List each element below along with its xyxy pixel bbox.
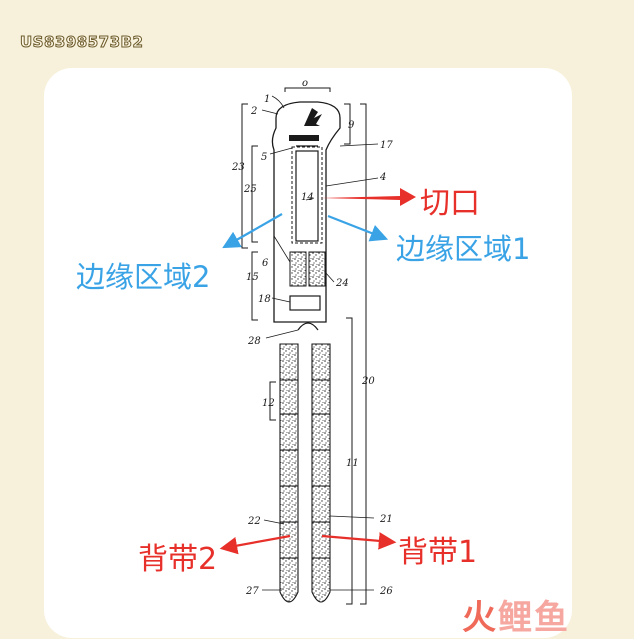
leader-lines	[261, 95, 379, 591]
ref-15: 15	[246, 272, 259, 283]
ref-11: 11	[346, 458, 359, 469]
notch-arrow	[320, 188, 416, 206]
watermark-logo: 火鲤鱼	[462, 590, 570, 639]
ref-12: 12	[262, 398, 275, 409]
notch-window	[291, 146, 323, 244]
left-strap	[279, 343, 299, 603]
strap-2-label: 背带2	[138, 542, 218, 577]
edge-2-arrow	[222, 213, 283, 249]
dimension-brackets	[241, 87, 367, 605]
ref-4: 4	[379, 172, 386, 183]
strap-1-arrow	[321, 532, 397, 550]
pad-body	[271, 101, 341, 323]
ref-23: 23	[231, 162, 245, 173]
ref-5: 5	[261, 152, 267, 163]
ref-2: 2	[250, 106, 257, 117]
edge-region-1-label: 边缘区域1	[396, 232, 531, 266]
label-block	[289, 295, 321, 311]
ref-1: 1	[264, 94, 270, 105]
strap-2-arrow	[219, 534, 291, 555]
edge-1-arrow	[327, 214, 389, 242]
notch-label: 切口	[420, 186, 480, 221]
ref-28: 28	[247, 336, 261, 347]
patent-number: US8398573B2	[19, 33, 144, 52]
watermark-part-1: 火	[462, 598, 498, 638]
diagram-card	[44, 68, 572, 638]
emblem-icon	[304, 108, 322, 126]
ref-21: 21	[379, 514, 393, 525]
absorbent-blocks	[289, 251, 326, 287]
ref-20: 20	[361, 376, 375, 387]
ref-18: 18	[258, 294, 271, 305]
right-strap	[311, 343, 331, 603]
ref-17: 17	[380, 140, 393, 151]
watermark-part-2: 鲤鱼	[498, 598, 570, 638]
ref-22: 22	[247, 516, 261, 527]
edge-region-2-label: 边缘区域2	[76, 260, 211, 294]
ref-26: 26	[379, 586, 393, 597]
ref-25: 25	[243, 184, 257, 195]
adhesive-bar	[289, 135, 319, 141]
ref-27: 27	[245, 586, 259, 597]
split-slot	[297, 322, 319, 331]
strap-1-label: 背带1	[398, 535, 478, 570]
ref-14: 14	[301, 192, 314, 203]
ref-24: 24	[335, 278, 349, 289]
ref-3: o	[302, 78, 308, 89]
ref-9: 9	[348, 120, 355, 131]
annotation-arrows	[219, 188, 416, 555]
ref-6: 6	[262, 258, 269, 269]
